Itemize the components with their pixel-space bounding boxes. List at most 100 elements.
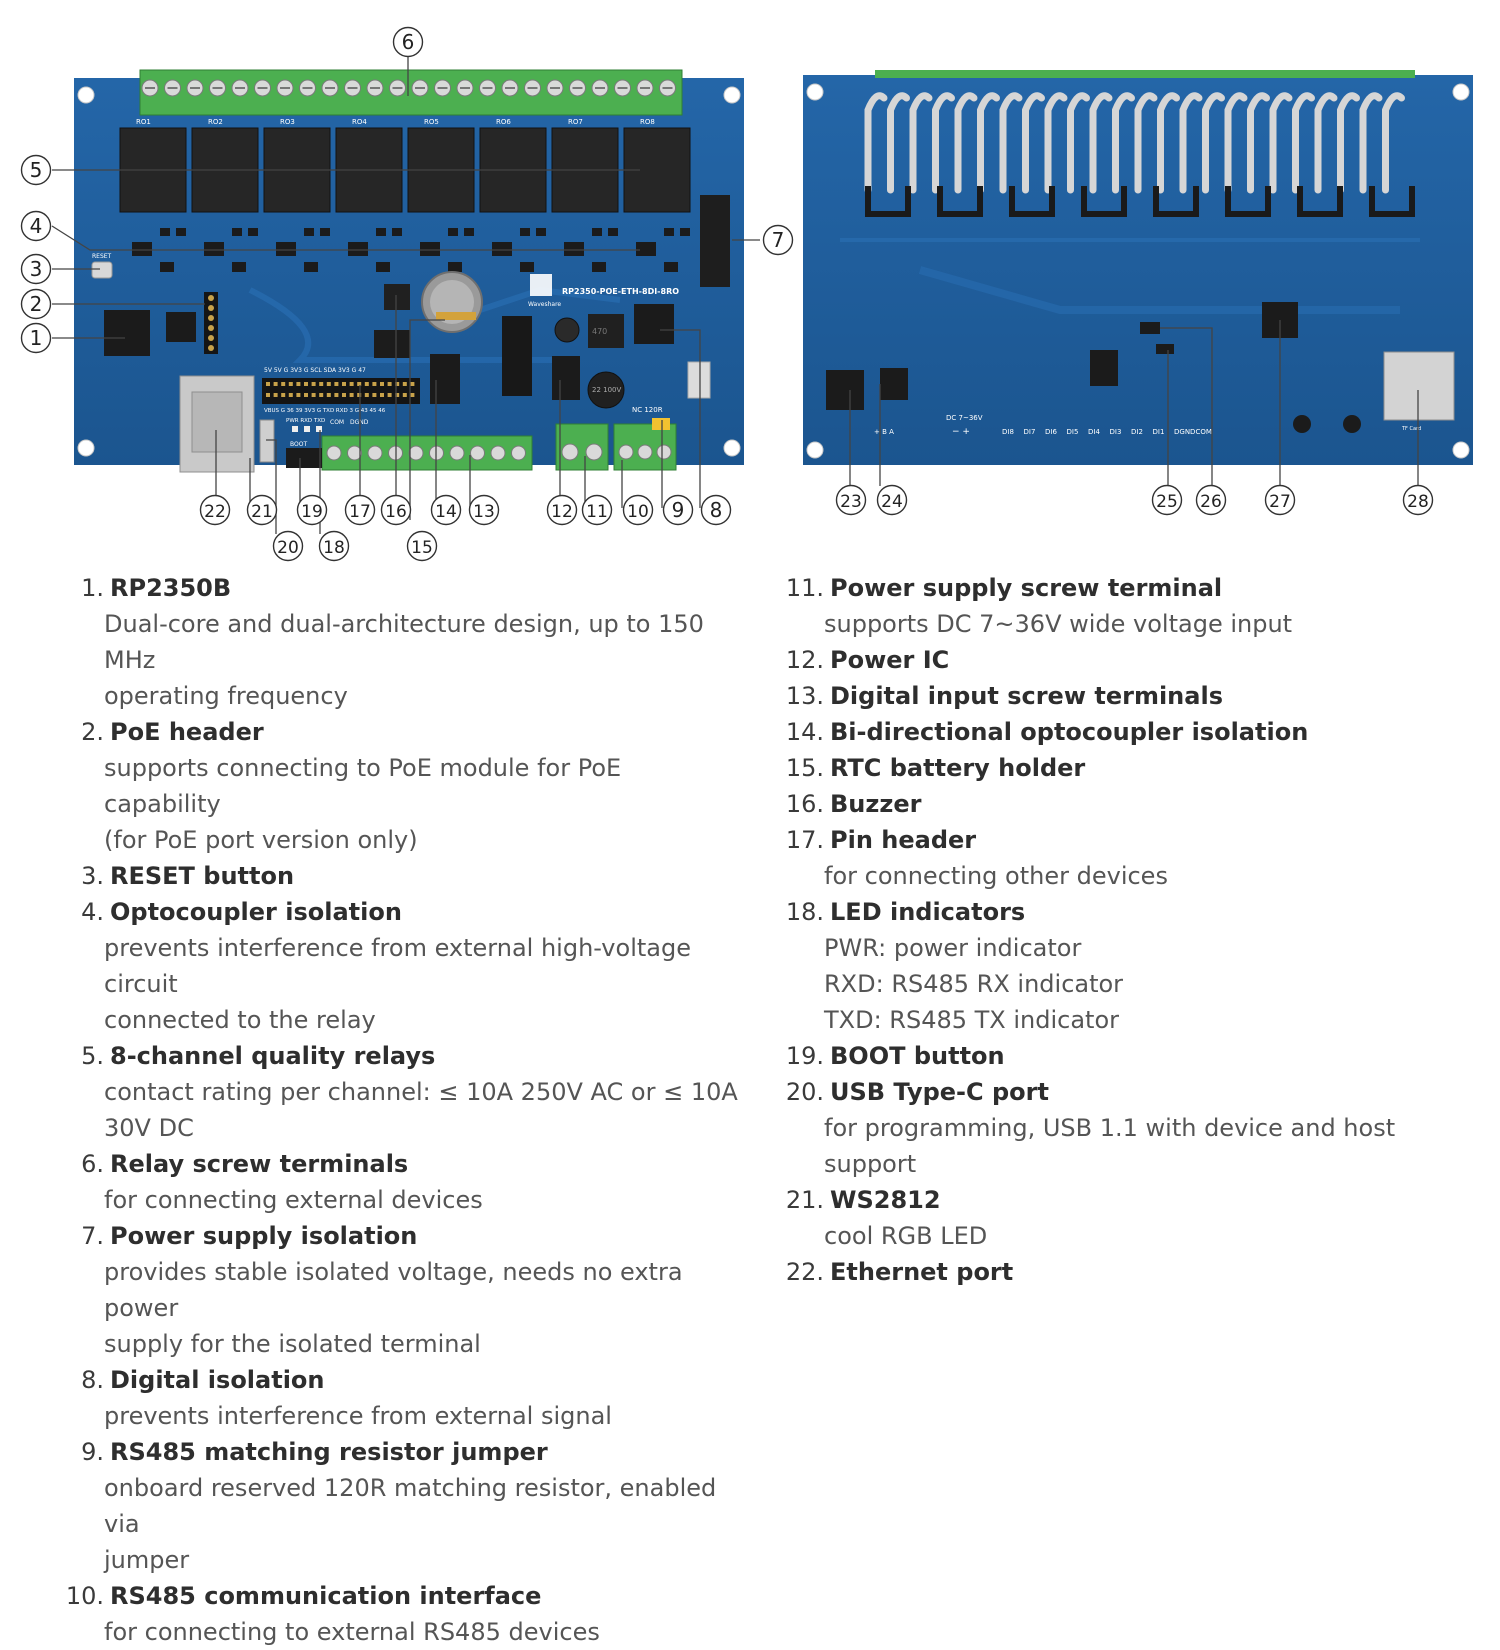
silk-leds: PWR RXD TXD	[286, 418, 325, 424]
callout-circle	[622, 494, 654, 526]
legend-item-description: contact rating per channel: ≤ 10A 250V A…	[104, 1078, 738, 1106]
board-label: RP2350-POE-ETH-8DI-8RO	[562, 287, 679, 296]
callout-circle	[20, 210, 52, 242]
silk-pin-top: 5V 5V G 3V3 G SCL SDA 3V3 G 47	[264, 367, 366, 374]
silk-back-power: DC 7~36V	[946, 414, 983, 422]
legend-item-title: Relay screw terminals	[110, 1150, 409, 1178]
silk-back-di: DI7	[1024, 428, 1036, 436]
silk-back-di: DI5	[1067, 428, 1079, 436]
silk-back-di: COM	[1196, 428, 1212, 436]
legend-item-description: for connecting external devices	[104, 1186, 483, 1214]
callout-number: 24	[881, 492, 903, 512]
flash-chip	[166, 312, 196, 342]
legend-item-number: 18.	[785, 898, 824, 926]
callout-number: 9	[672, 498, 685, 522]
legend-item: 21.WS2812 cool RGB LED	[780, 1182, 1480, 1254]
callout-circle	[318, 530, 350, 562]
callout-number: 10	[627, 502, 649, 522]
rp2350-chip	[104, 310, 150, 356]
callout-number: 11	[586, 502, 608, 522]
callout-number: 19	[301, 502, 323, 522]
callout-number: 20	[277, 538, 299, 558]
callout-circle	[199, 494, 231, 526]
callout-circle	[344, 494, 376, 526]
callout-number: 21	[251, 502, 273, 522]
silk-back-di: DI1	[1153, 428, 1165, 436]
legend-item-number: 3.	[81, 862, 104, 890]
legend-item-description: for connecting other devices	[824, 862, 1168, 890]
legend-item: 16.Buzzer	[780, 786, 1480, 822]
legend-item-description: supports connecting to PoE module for Po…	[104, 754, 622, 818]
legend-item-description: 30V DC	[104, 1114, 194, 1142]
callout-number: 26	[1200, 492, 1222, 512]
legend-item-number: 9.	[81, 1438, 104, 1466]
mount-hole	[77, 439, 95, 457]
callout-circle	[272, 530, 304, 562]
legend-item-number: 19.	[785, 1042, 824, 1070]
callout-circle	[20, 288, 52, 320]
legend-item-description: onboard reserved 120R matching resistor,…	[104, 1474, 717, 1538]
relay-label: RO3	[280, 118, 295, 126]
legend-item-description: provides stable isolated voltage, needs …	[104, 1258, 683, 1322]
cap-label: 22 100V	[592, 386, 621, 394]
optocoupler-row	[132, 228, 690, 272]
legend-item-title: RS485 matching resistor jumper	[110, 1438, 548, 1466]
legend-item-title: Pin header	[830, 826, 977, 854]
legend-item-description: for connecting to external RS485 devices	[104, 1618, 600, 1646]
legend-item: 5.8-channel quality relays contact rating…	[60, 1038, 740, 1146]
120r-jumper	[652, 418, 670, 430]
legend-item-title: 8-channel quality relays	[110, 1042, 436, 1070]
silk-back-di: DI2	[1131, 428, 1143, 436]
callout-number: 12	[551, 502, 573, 522]
silk-back-di: DI8	[1002, 428, 1014, 436]
legend-item-description: operating frequency	[104, 682, 348, 710]
callout-circle	[20, 322, 52, 354]
callout-number: 23	[840, 492, 862, 512]
brand-label: Waveshare	[528, 301, 561, 308]
silk-back-di: DGND	[1174, 428, 1195, 436]
legend-item-description: TXD: RS485 TX indicator	[824, 1006, 1120, 1034]
callout-circle	[1402, 484, 1434, 516]
legend-item-title: BOOT button	[830, 1042, 1005, 1070]
legend-item: 22.Ethernet port	[780, 1254, 1480, 1290]
legend-item-number: 17.	[785, 826, 824, 854]
silk-back-di: DI4	[1088, 428, 1100, 436]
callout-number: 3	[30, 257, 43, 281]
silk-com: COM	[330, 419, 344, 426]
leader-lines	[51, 56, 1419, 534]
bi-directional-optocoupler	[430, 354, 460, 404]
callout-number: 8	[710, 498, 723, 522]
callout-number: 17	[349, 502, 371, 522]
silk-nc-120r: NC 120R	[632, 406, 663, 414]
legend-item-title: WS2812	[830, 1186, 941, 1214]
legend-item-number: 20.	[785, 1078, 824, 1106]
usb-c-port	[259, 419, 275, 463]
callout-circle	[1151, 484, 1183, 516]
legend-item: 3.RESET button	[60, 858, 740, 894]
legend-item-number: 16.	[785, 790, 824, 818]
legend-item-description: prevents interference from external sign…	[104, 1402, 612, 1430]
inductor	[588, 314, 624, 348]
silk-tf: TF Card	[1401, 426, 1421, 432]
callout-number: 14	[435, 502, 457, 522]
tf-card-slot	[1383, 351, 1455, 421]
callout-circle	[20, 154, 52, 186]
callout-number: 6	[402, 30, 415, 54]
legend-item: 14.Bi-directional optocoupler isolation	[780, 714, 1480, 750]
legend-item-description: cool RGB LED	[824, 1222, 988, 1250]
legend-item-description: for programming, USB 1.1 with device and…	[824, 1114, 1396, 1178]
callout-circle	[581, 494, 613, 526]
callout-number: 1	[30, 326, 43, 350]
silk-pin-bottom: VBUS G 36 39 3V3 G TXD RXD 3 G 43 45 46	[264, 408, 386, 414]
mount-hole	[723, 439, 741, 457]
legend-item-number: 5.	[81, 1042, 104, 1070]
legend-item-number: 4.	[81, 898, 104, 926]
relay-label: RO2	[208, 118, 223, 126]
callout-circle	[835, 484, 867, 516]
legend-item-number: 21.	[785, 1186, 824, 1214]
legend-item: 12.Power IC	[780, 642, 1480, 678]
